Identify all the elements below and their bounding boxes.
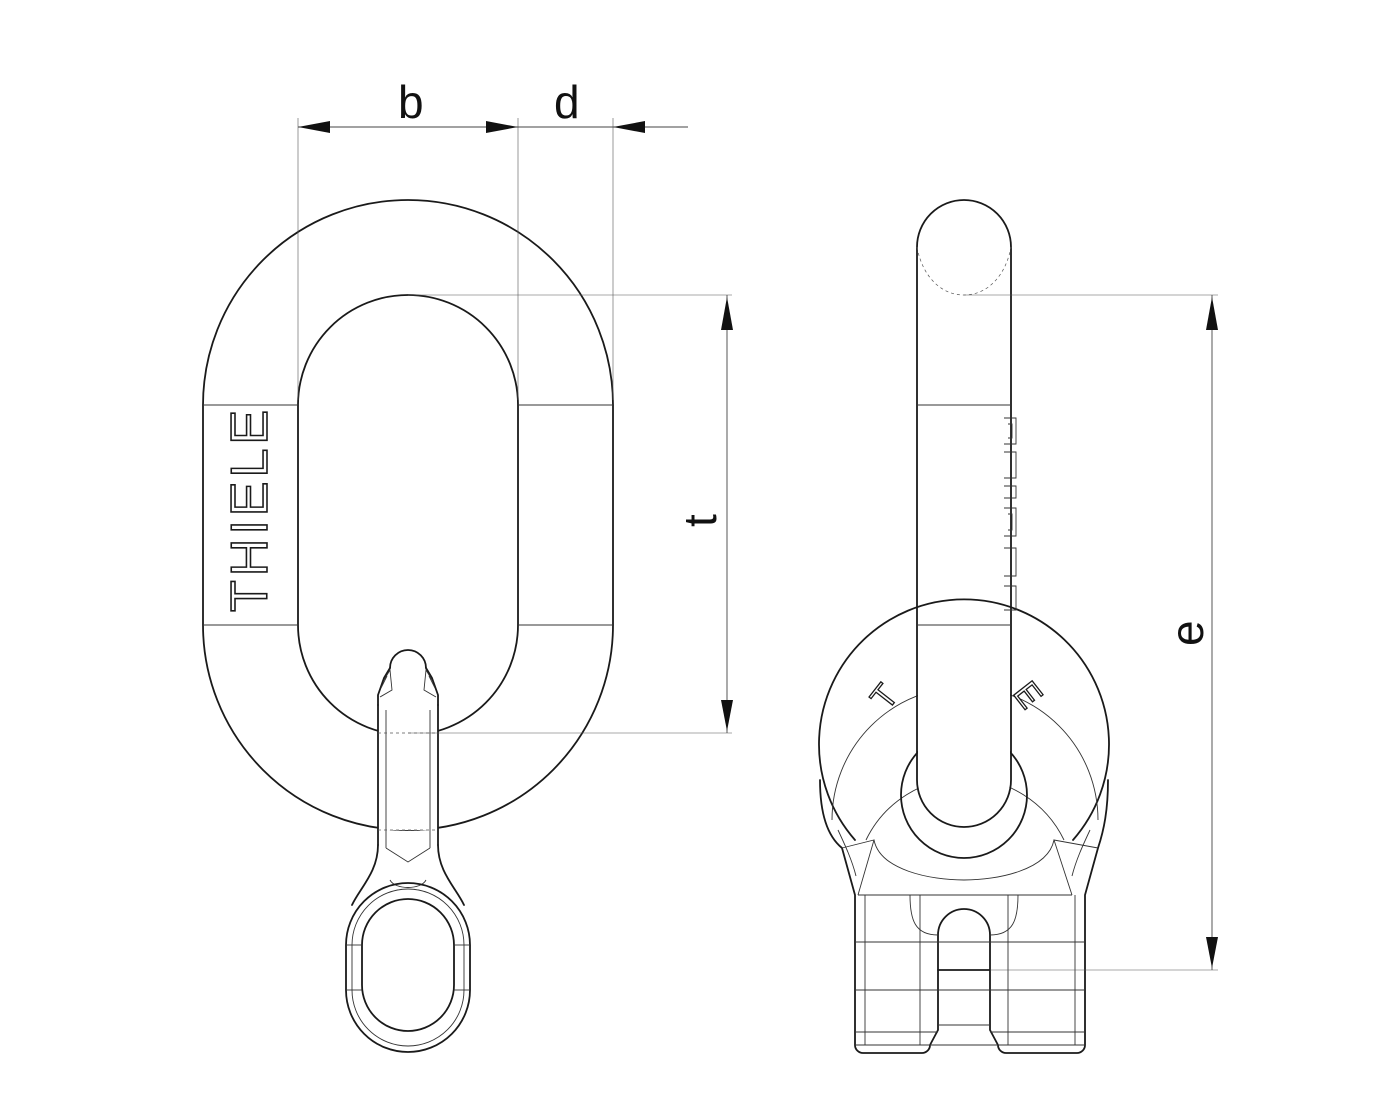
dim-label-t: t bbox=[674, 514, 726, 527]
link-inner-contour bbox=[297, 294, 519, 736]
dimension-e: e bbox=[964, 294, 1218, 971]
dimension-b-d: b d bbox=[297, 76, 688, 400]
dim-label-b: b bbox=[398, 76, 424, 128]
master-link-front-view: THIELE bbox=[202, 199, 614, 831]
link-side-contour bbox=[916, 199, 1012, 828]
connector-eye-outer bbox=[345, 882, 471, 1053]
swivel-side-view: T E bbox=[818, 199, 1110, 1054]
dim-label-e: e bbox=[1161, 620, 1213, 646]
link-side-brand-marks bbox=[1004, 417, 1017, 611]
connector-eye-inner bbox=[361, 898, 455, 1032]
dimension-t: t bbox=[408, 294, 733, 734]
connector-front-view bbox=[345, 649, 471, 1053]
dim-label-d: d bbox=[554, 76, 580, 128]
housing-text-left: T bbox=[863, 677, 906, 717]
housing-text-right: E bbox=[1006, 675, 1050, 716]
link-brand-text: THIELE bbox=[221, 406, 279, 612]
swivel-housing-outer bbox=[818, 598, 1110, 841]
